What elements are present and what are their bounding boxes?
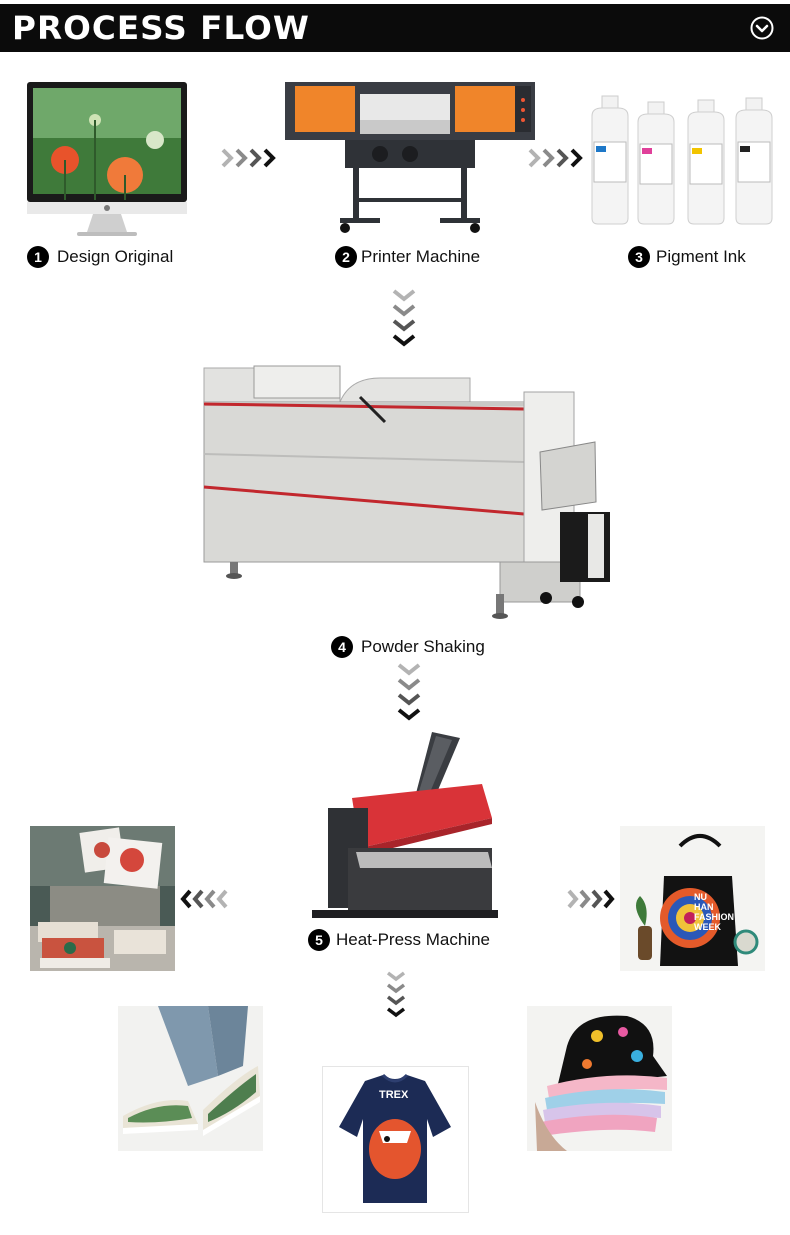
- page-title: PROCESS FLOW: [12, 10, 310, 46]
- step-pigment-ink: 3 Pigment Ink: [628, 246, 746, 268]
- arrow-down-icon: [385, 970, 407, 1020]
- bag-print-text: NU HAN FASHION WEEK: [694, 892, 734, 932]
- step-number-badge: 4: [331, 636, 353, 658]
- step-number-badge: 3: [628, 246, 650, 268]
- tote-bag-product-photo: NU HAN FASHION WEEK: [620, 826, 765, 971]
- bucket-hats-product-photo: [527, 1006, 672, 1151]
- arrow-down-icon: [396, 662, 422, 726]
- shoes-product-photo: [118, 1006, 263, 1151]
- printer-machine-image: [285, 80, 535, 240]
- arrow-right-icon: [527, 146, 587, 170]
- step-powder-shaking: 4 Powder Shaking: [331, 636, 485, 658]
- step-heat-press-machine: 5 Heat-Press Machine: [308, 929, 490, 951]
- arrow-left-icon: [180, 888, 232, 910]
- arrow-down-icon: [391, 288, 417, 352]
- header-banner: PROCESS FLOW: [0, 4, 790, 52]
- pigment-ink-bottles-image: [588, 94, 780, 226]
- step-label: Heat-Press Machine: [336, 930, 490, 950]
- step-printer-machine: 2 Printer Machine: [335, 246, 480, 268]
- tshirt-product-photo: TREX: [322, 1066, 469, 1213]
- tshirt-print-text: TREX: [379, 1089, 408, 1101]
- heat-press-machine-image: [312, 728, 498, 920]
- step-label: Printer Machine: [361, 247, 480, 267]
- chevron-down-icon[interactable]: [750, 16, 774, 40]
- step-number-badge: 5: [308, 929, 330, 951]
- step-label: Pigment Ink: [656, 247, 746, 267]
- arrow-right-icon: [220, 146, 280, 170]
- step-label: Design Original: [57, 247, 173, 267]
- pillows-product-photo: [30, 826, 175, 971]
- powder-shaking-machine-image: [200, 362, 630, 624]
- arrow-right-icon: [566, 888, 618, 910]
- computer-monitor-image: [25, 80, 190, 240]
- step-number-badge: 1: [27, 246, 49, 268]
- step-design-original: 1 Design Original: [27, 246, 173, 268]
- step-label: Powder Shaking: [361, 637, 485, 657]
- step-number-badge: 2: [335, 246, 357, 268]
